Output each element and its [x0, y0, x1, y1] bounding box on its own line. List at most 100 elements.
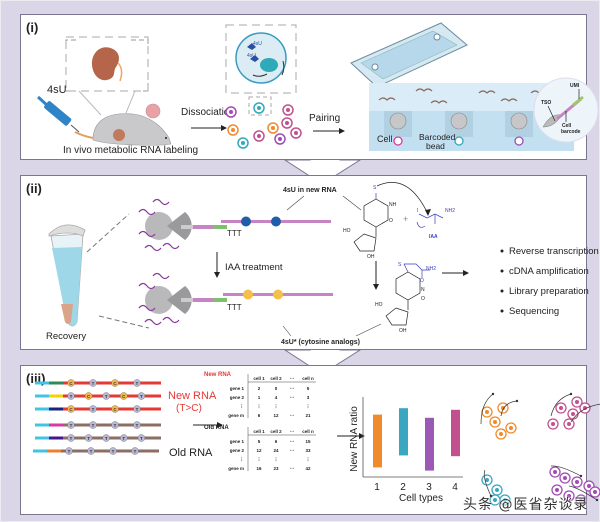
- table-cell: 5: [307, 386, 310, 391]
- t-base: [111, 421, 119, 429]
- 4su-star-caption: 4sU* (cytosine analogs): [281, 339, 360, 346]
- pairing-label: Pairing: [309, 113, 340, 124]
- trajectory-arrow: [550, 465, 582, 477]
- table-cell: 6: [275, 439, 278, 444]
- cell-cluster: [549, 465, 600, 506]
- old-rna-label: Old RNA: [169, 447, 213, 459]
- table-cell: ⋮: [257, 403, 262, 410]
- trajectory-arrow: [483, 469, 492, 497]
- table-cell: 1: [258, 395, 261, 400]
- chem-ho-top: HO: [343, 228, 351, 234]
- base-letter: T: [136, 407, 139, 412]
- 4su-structure: [353, 193, 389, 252]
- base-letter: T: [105, 436, 108, 441]
- base-letter: T: [87, 436, 90, 441]
- tso-label: TSO: [541, 100, 551, 106]
- table-cell: ⋮: [274, 456, 279, 463]
- dissociated-cells: [225, 102, 302, 149]
- 4su-star-marker: [273, 289, 283, 300]
- x-axis-label: Cell types: [399, 493, 443, 504]
- table-title: New RNA: [204, 372, 232, 378]
- cell-icon: [253, 102, 265, 114]
- table-column-header: ⋯: [290, 376, 295, 381]
- cell-barcode-label-1: Cell: [562, 123, 572, 129]
- dissociation-label: Dissociation: [181, 107, 235, 118]
- chem-s-top: S: [373, 185, 377, 191]
- polyt-bottom: TTT: [227, 303, 242, 312]
- chem-ho-bottom: HO: [375, 302, 383, 308]
- chem-s-bottom: S: [398, 262, 402, 268]
- bullet-icon: [500, 309, 504, 313]
- 4su-star-structure: [385, 263, 430, 326]
- c-base: [67, 405, 75, 413]
- trajectory-arrow: [568, 485, 598, 501]
- chem-nh: NH: [389, 202, 397, 208]
- t-base: [67, 434, 75, 442]
- y-axis-label: New RNA ratio: [349, 406, 360, 472]
- base-letter: C: [113, 407, 117, 412]
- base-letter: T: [90, 449, 93, 454]
- bead-anchor: [167, 212, 192, 240]
- table-cell: ⋮: [306, 456, 311, 463]
- base-letter: T: [136, 423, 139, 428]
- base-letter: T: [122, 436, 125, 441]
- table-row-gene: gene m: [228, 466, 244, 471]
- watermark: 头条 @医省杂谈录: [463, 497, 589, 513]
- bead-sphere: [145, 286, 173, 314]
- bar-cell-type-4: [451, 409, 460, 457]
- new-rna-label: New RNA: [168, 390, 217, 402]
- base-letter: T: [136, 381, 139, 386]
- bullet-icon: [500, 249, 504, 253]
- mouse-icon: [74, 103, 172, 146]
- base-letter: T: [68, 449, 71, 454]
- table-cell: 12: [273, 413, 279, 418]
- table-cell: ⋯: [290, 439, 295, 444]
- bar-cell-type-3: [425, 417, 434, 471]
- t-base: [67, 392, 75, 400]
- in-vivo-caption: In vivo metabolic RNA labeling: [63, 145, 198, 156]
- rna-fragment: [415, 88, 433, 92]
- step-item: Sequencing: [509, 306, 559, 317]
- chem-n: N: [421, 287, 425, 293]
- base-letter: T: [105, 394, 108, 399]
- rna-tail: [152, 272, 170, 280]
- base-letter: T: [140, 394, 143, 399]
- step-item: cDNA amplification: [509, 266, 589, 277]
- panel-i-label: (i): [26, 20, 39, 35]
- base-letter: T: [70, 423, 73, 428]
- 4su-star-marker: [243, 289, 253, 300]
- base-letter: C: [87, 394, 91, 399]
- bead-sphere: [145, 212, 173, 240]
- c-base: [111, 379, 119, 387]
- table-cell: ⋯: [290, 386, 295, 391]
- rna-fragment: [500, 98, 518, 102]
- table-cell: ⋯: [290, 466, 295, 471]
- table-cell: 24: [273, 448, 279, 453]
- table-column-header: cell n: [302, 429, 314, 434]
- x-tick-label: 4: [452, 482, 458, 493]
- cell-icon: [227, 124, 239, 136]
- microfluidic-chip-icon: [350, 22, 468, 88]
- rna-tail: [152, 198, 170, 206]
- chem-o-side: O: [420, 278, 424, 284]
- table-row-gene: gene 1: [230, 386, 245, 391]
- cell-icon: [253, 130, 265, 142]
- base-letter: T: [70, 394, 73, 399]
- panel-ii: (ii) Recovery TTT: [20, 175, 599, 350]
- barcoded-label-1: Barcoded: [419, 132, 456, 142]
- step-item: Reverse transcription: [509, 246, 599, 257]
- base-letter: T: [92, 381, 95, 386]
- base-letter: C: [122, 394, 126, 399]
- chem-o-bottom: O: [421, 296, 425, 302]
- cell-label: Cell: [377, 134, 393, 144]
- x-tick-label: 3: [426, 482, 432, 493]
- inset-4su-a: 4sU: [253, 41, 262, 47]
- table-cell: ⋯: [290, 395, 295, 400]
- c-base: [84, 392, 93, 400]
- t-base: [89, 379, 97, 387]
